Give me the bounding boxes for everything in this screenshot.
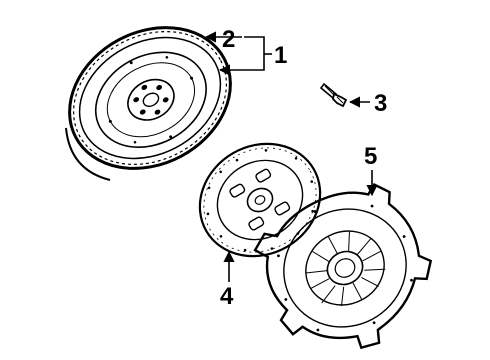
flywheel-hub xyxy=(127,78,175,121)
flywheel-bolt xyxy=(319,82,348,108)
callout-4: 4 xyxy=(220,283,234,310)
pressure-plate-cover xyxy=(253,182,433,350)
callout-1: 1 xyxy=(274,42,287,69)
clutch-disc xyxy=(198,142,322,258)
pressure-plate xyxy=(253,182,433,350)
diaphragm-fingers xyxy=(305,231,386,307)
flywheel-face xyxy=(94,51,207,149)
callout-5: 5 xyxy=(364,143,377,170)
flywheel-bolt-holes xyxy=(133,84,169,115)
bracket-1 xyxy=(244,36,265,71)
callout-2: 2 xyxy=(222,26,235,53)
clutch-disc-hub xyxy=(246,187,274,213)
clutch-disc-facing xyxy=(198,142,322,258)
flywheel xyxy=(68,26,232,170)
damper-springs xyxy=(229,168,291,231)
flywheel-ring-gear xyxy=(68,26,232,170)
leader-lines xyxy=(204,31,378,282)
callout-3: 3 xyxy=(374,90,387,117)
